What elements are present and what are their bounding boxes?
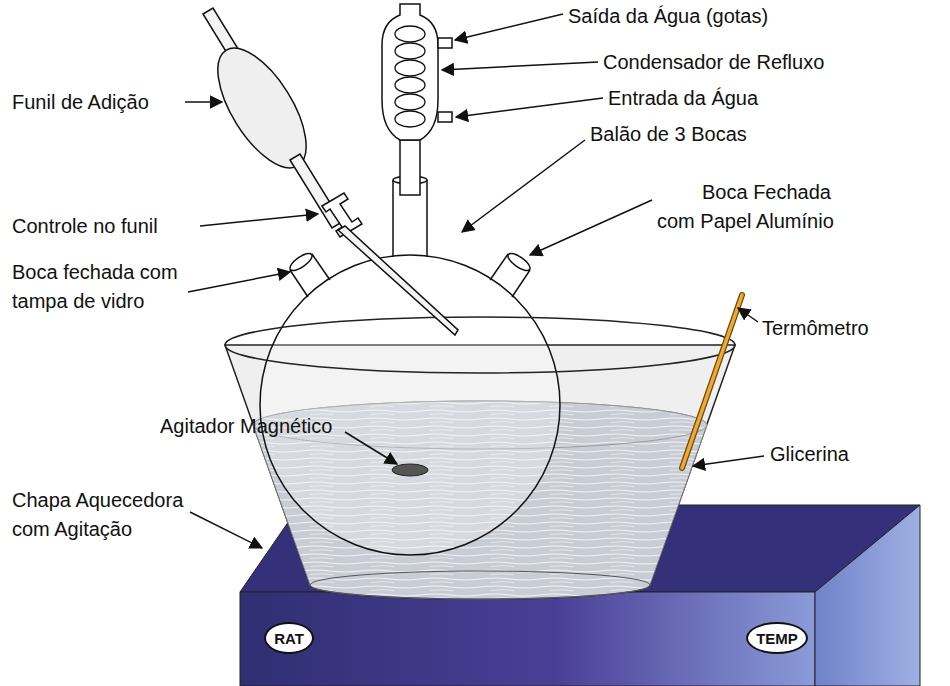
part-label: Saída da Água (gotas): [568, 2, 768, 31]
thermometer: [682, 295, 742, 468]
part-label: Funil de Adição: [12, 88, 149, 117]
part-label: Controle no funil: [12, 212, 158, 241]
addition-funnel: [201, 8, 458, 335]
part-label: Condensador de Refluxo: [603, 48, 824, 77]
part-label: Glicerina: [770, 440, 849, 469]
stir-bar: [392, 464, 428, 476]
knob-label: TEMP: [756, 630, 798, 647]
part-label: Chapa Aquecedora com Agitação: [12, 486, 192, 544]
part-label: Entrada da Água: [608, 84, 758, 113]
part-label: Boca fechada com tampa de vidro: [12, 258, 202, 316]
part-label: Boca Fechada com Papel Alumínio: [657, 178, 867, 236]
bath-rim: [225, 317, 735, 373]
control-knob: TEMP: [746, 622, 808, 654]
leader-lines: [185, 14, 764, 548]
part-label: Termômetro: [762, 314, 869, 343]
control-knob: RAT: [264, 622, 314, 654]
part-label: Balão de 3 Bocas: [590, 120, 747, 149]
knob-label: RAT: [274, 630, 304, 647]
reflux-condenser: [382, 4, 452, 195]
part-label: Agitador Magnético: [160, 412, 332, 441]
